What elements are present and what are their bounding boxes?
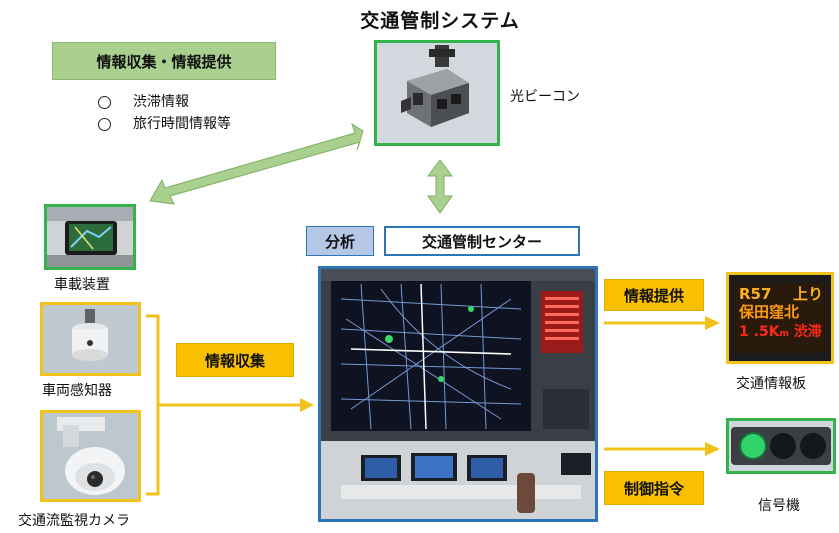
signal-green-light-icon <box>740 433 766 459</box>
circle-bullet-icon <box>98 117 111 131</box>
info-item-congestion: 渋滞情報 <box>133 94 189 110</box>
board-distance-int: 1 <box>739 324 749 340</box>
vehicle-sensor-image <box>40 302 141 376</box>
info-item-travel-time: 旅行時間情報等 <box>133 116 231 132</box>
board-direction: 上り <box>792 285 823 303</box>
control-center-tag: 交通管制センター <box>384 226 580 256</box>
bracket-collect <box>146 314 300 496</box>
optical-beacon-image <box>374 40 500 146</box>
double-arrow-beacon-center <box>427 159 453 214</box>
board-line-3: 1 .5Km 渋滞 <box>735 321 827 345</box>
board-distance-dec: .5K <box>753 324 780 340</box>
info-provide-tag: 情報提供 <box>604 279 704 311</box>
board-panel: R57 上り 保田窪北 1 .5Km 渋滞 <box>735 283 827 353</box>
info-collect-tag: 情報収集 <box>176 343 294 377</box>
traffic-signal-image <box>726 418 836 474</box>
control-center-image <box>318 266 598 522</box>
car-device-label: 車載装置 <box>54 277 110 293</box>
board-line-1: R57 上り <box>735 283 827 303</box>
circle-bullet-icon <box>98 95 111 109</box>
info-list: 渋滞情報 旅行時間情報等 <box>98 91 231 135</box>
system-title: 交通管制システム <box>360 10 520 32</box>
traffic-info-board-label: 交通情報板 <box>736 376 806 392</box>
arrow-to-info-board <box>705 316 720 330</box>
optical-beacon-label: 光ビーコン <box>510 89 580 105</box>
board-line-2: 保田窪北 <box>739 303 800 321</box>
info-list-item: 旅行時間情報等 <box>98 113 231 135</box>
double-arrow-beacon-car <box>149 122 364 205</box>
traffic-camera-label: 交通流監視カメラ <box>18 513 130 529</box>
info-collect-provide-tag: 情報収集・情報提供 <box>52 42 276 80</box>
vehicle-sensor-label: 車両感知器 <box>42 383 112 399</box>
board-route: R57 <box>739 285 772 303</box>
arrow-to-signal <box>705 442 720 456</box>
traffic-info-board-image: R57 上り 保田窪北 1 .5Km 渋滞 <box>726 272 834 364</box>
arrow-to-center <box>300 398 314 412</box>
signal-yellow-light-icon <box>770 433 796 459</box>
info-list-item: 渋滞情報 <box>98 91 231 113</box>
traffic-camera-image <box>40 410 141 502</box>
signal-red-light-icon <box>800 433 826 459</box>
control-command-tag: 制御指令 <box>604 471 704 505</box>
car-device-image <box>44 204 136 270</box>
traffic-signal-label: 信号機 <box>758 498 800 514</box>
analysis-tag: 分析 <box>306 226 374 256</box>
board-distance-unit: m <box>779 329 789 339</box>
board-congestion: 渋滞 <box>793 324 822 340</box>
